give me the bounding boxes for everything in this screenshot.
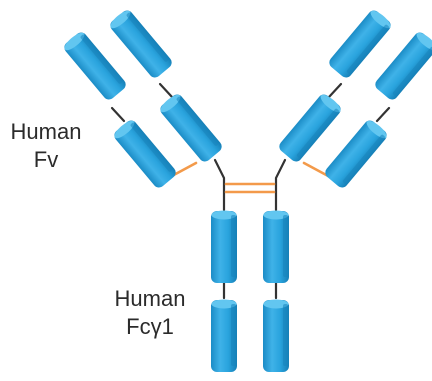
right-heavy-vh-domain	[327, 8, 394, 80]
linker-right-hinge	[276, 160, 285, 210]
right-light-vl-domain	[373, 30, 432, 102]
linker-right-light-vl-cl	[377, 108, 389, 121]
human-fv-label-line2: Fv	[0, 146, 92, 174]
disulfide-group	[170, 163, 330, 192]
left-heavy-vh-domain	[108, 8, 175, 80]
linker-left-heavy-vh-ch1	[160, 84, 172, 97]
human-fv-label-line1: Human	[0, 118, 92, 146]
human-fc-label: Human Fcγ1	[100, 285, 200, 341]
human-fc-label-line2: Fcγ1	[100, 313, 200, 341]
right-heavy-ch1-domain	[277, 92, 344, 164]
right-light-cl-domain	[323, 118, 390, 190]
human-fv-label: Human Fv	[0, 118, 92, 174]
left-light-cl-domain	[112, 118, 179, 190]
linker-left-light-vl-cl	[112, 108, 124, 121]
left-fc-ch2-domain	[211, 211, 237, 284]
linker-right-heavy-vh-ch1	[329, 84, 341, 97]
right-fc-ch3-domain	[263, 300, 289, 373]
left-fc-ch3-domain	[211, 300, 237, 373]
linker-left-hinge	[215, 160, 224, 210]
right-fc-ch2-domain	[263, 211, 289, 284]
left-light-vl-domain	[62, 30, 129, 102]
left-heavy-ch1-domain	[158, 92, 225, 164]
human-fc-label-line1: Human	[100, 285, 200, 313]
